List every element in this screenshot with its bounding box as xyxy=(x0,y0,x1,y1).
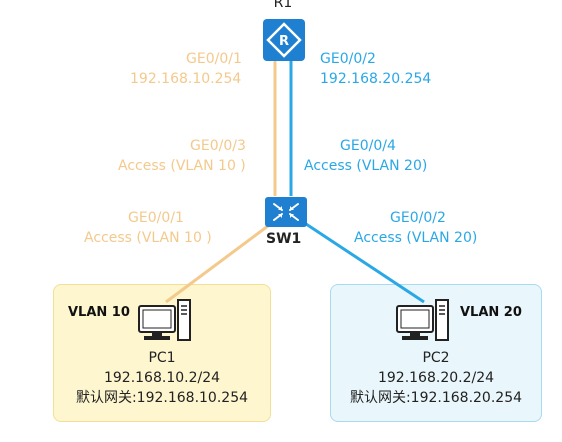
pc2-name: PC2 xyxy=(422,350,450,366)
sw1-uplink-left-name: GE0/0/3 xyxy=(190,138,246,154)
svg-text:R: R xyxy=(279,34,289,49)
pc1-name: PC1 xyxy=(148,350,176,366)
r1-right-port-name: GE0/0/2 xyxy=(320,51,376,67)
pc1-computer-icon[interactable] xyxy=(138,298,192,348)
switch-name: SW1 xyxy=(266,231,302,247)
pc2-computer-icon[interactable] xyxy=(396,298,450,348)
r1-left-port-name: GE0/0/1 xyxy=(186,51,242,67)
sw1-down-left-name: GE0/0/1 xyxy=(128,210,184,226)
sw1-down-left-mode: Access (VLAN 10 ) xyxy=(84,230,212,246)
pc2-vlan-tag: VLAN 20 xyxy=(460,305,522,320)
pc2-gateway: 默认网关:192.168.20.254 xyxy=(349,390,523,406)
sw1-uplink-right-mode: Access (VLAN 20) xyxy=(304,158,428,174)
pc2-info: PC2 192.168.20.2/24 默认网关:192.168.20.254 xyxy=(330,348,542,408)
sw1-uplink-right-name: GE0/0/4 xyxy=(340,138,396,154)
link-sw1-pc2 xyxy=(299,218,425,304)
sw1-down-right-name: GE0/0/2 xyxy=(390,210,446,226)
pc2-ip: 192.168.20.2/24 xyxy=(377,370,495,386)
link-sw1-pc1 xyxy=(165,218,277,304)
sw1-down-right-mode: Access (VLAN 20) xyxy=(354,230,478,246)
router-icon[interactable]: R xyxy=(262,18,306,66)
r1-right-port-ip: 192.168.20.254 xyxy=(320,71,432,87)
sw1-uplink-left-mode: Access (VLAN 10 ) xyxy=(118,158,246,174)
switch-icon[interactable] xyxy=(264,196,308,232)
router-name: R1 xyxy=(273,0,293,11)
pc1-gateway: 默认网关:192.168.10.254 xyxy=(75,390,249,406)
pc1-ip: 192.168.10.2/24 xyxy=(103,370,221,386)
pc1-vlan-tag: VLAN 10 xyxy=(68,305,130,320)
r1-left-port-ip: 192.168.10.254 xyxy=(130,71,242,87)
pc1-info: PC1 192.168.10.2/24 默认网关:192.168.10.254 xyxy=(53,348,271,408)
